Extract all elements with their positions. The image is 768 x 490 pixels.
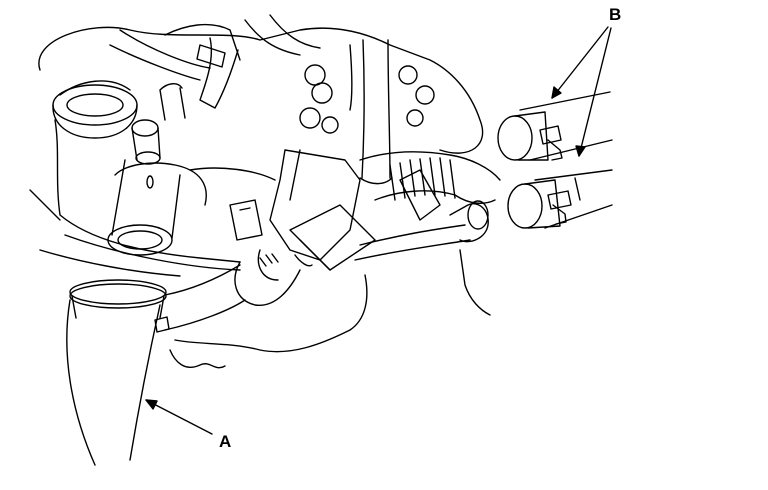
radiator-hose <box>67 265 245 465</box>
coupling-block <box>190 150 375 270</box>
leader-a <box>146 400 212 434</box>
callout-label-a: A <box>219 432 232 451</box>
hose-clamp-lower <box>508 170 612 228</box>
callout-label-b: B <box>609 5 622 24</box>
bypass-pipe <box>355 201 490 315</box>
engine-outline <box>30 27 483 276</box>
water-outlet <box>108 84 206 255</box>
upper-hoses <box>110 15 320 108</box>
shadow-region <box>170 275 367 368</box>
engine-bulbs <box>300 65 434 133</box>
lower-hose-loop <box>235 250 312 305</box>
coil-hose <box>53 85 137 138</box>
leader-b <box>552 27 611 156</box>
corrugated-hose <box>360 152 500 220</box>
hose-clamp-upper <box>498 92 612 160</box>
vertical-hose <box>350 40 392 184</box>
